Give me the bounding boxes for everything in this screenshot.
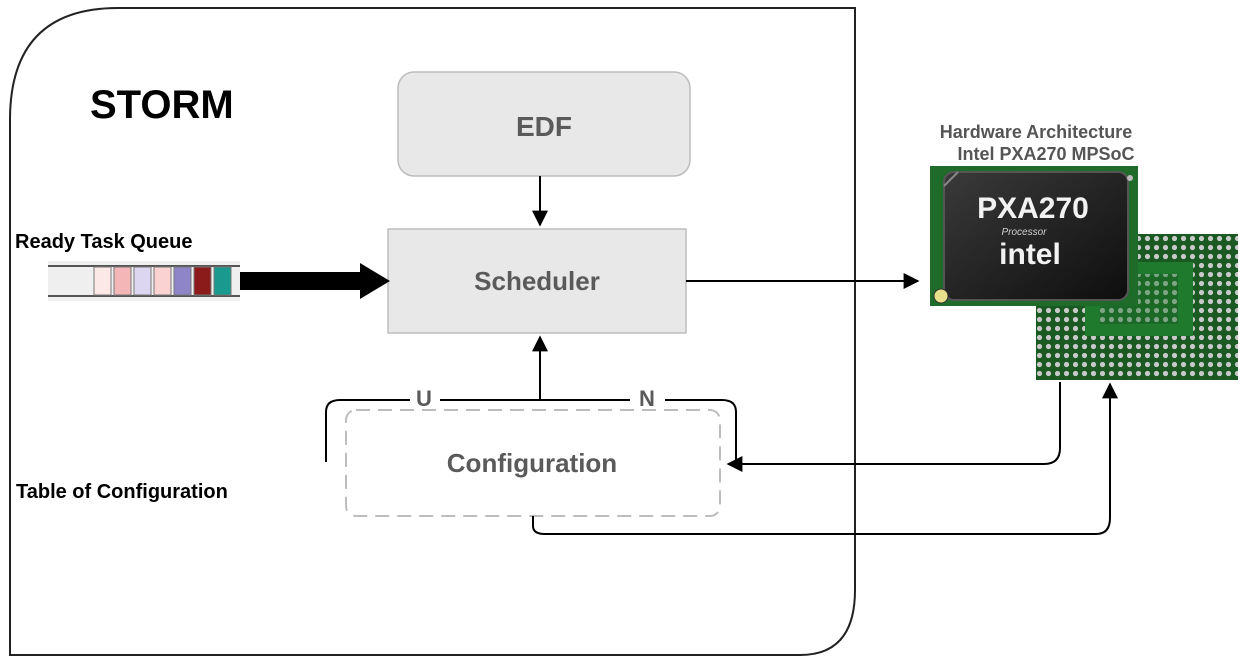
feedback-label-n: N bbox=[639, 386, 655, 411]
hardware-to-configuration-arrow bbox=[726, 382, 1061, 472]
ready-task-queue bbox=[48, 261, 240, 301]
configuration-block: Configuration bbox=[345, 409, 721, 517]
feedback-bracket bbox=[325, 399, 737, 462]
table-of-configuration-label: Table of Configuration bbox=[16, 481, 228, 503]
storm-title: STORM bbox=[90, 83, 234, 127]
configuration-to-hardware-arrow bbox=[532, 382, 1118, 535]
chip-model-label: PXA270 bbox=[977, 192, 1089, 225]
queue-task-cell bbox=[213, 266, 232, 296]
chip-subtitle-label: Processor bbox=[1001, 227, 1047, 238]
hardware-title-line2: Intel PXA270 MPSoC bbox=[957, 144, 1134, 164]
queue-task-cell bbox=[133, 266, 152, 296]
queue-task-cell bbox=[93, 266, 112, 296]
chip-brand-label: intel bbox=[999, 238, 1061, 271]
hardware-title-line1: Hardware Architecture bbox=[940, 122, 1132, 142]
scheduler-block: Scheduler bbox=[387, 228, 687, 334]
queue-task-cell bbox=[173, 266, 192, 296]
scheduler-label: Scheduler bbox=[474, 266, 600, 296]
pxa270-chip-image: PXA270 Processor intel bbox=[930, 166, 1238, 380]
feedback-label-u: U bbox=[416, 386, 432, 411]
edf-label: EDF bbox=[516, 111, 572, 142]
queue-task-cell bbox=[193, 266, 212, 296]
configuration-label: Configuration bbox=[447, 448, 617, 478]
ready-task-queue-label: Ready Task Queue bbox=[15, 231, 192, 253]
queue-task-cell bbox=[153, 266, 172, 296]
edf-block: EDF bbox=[397, 71, 691, 177]
queue-to-scheduler-arrow bbox=[240, 263, 390, 299]
queue-task-cell bbox=[113, 266, 132, 296]
storm-boundary bbox=[9, 7, 856, 656]
